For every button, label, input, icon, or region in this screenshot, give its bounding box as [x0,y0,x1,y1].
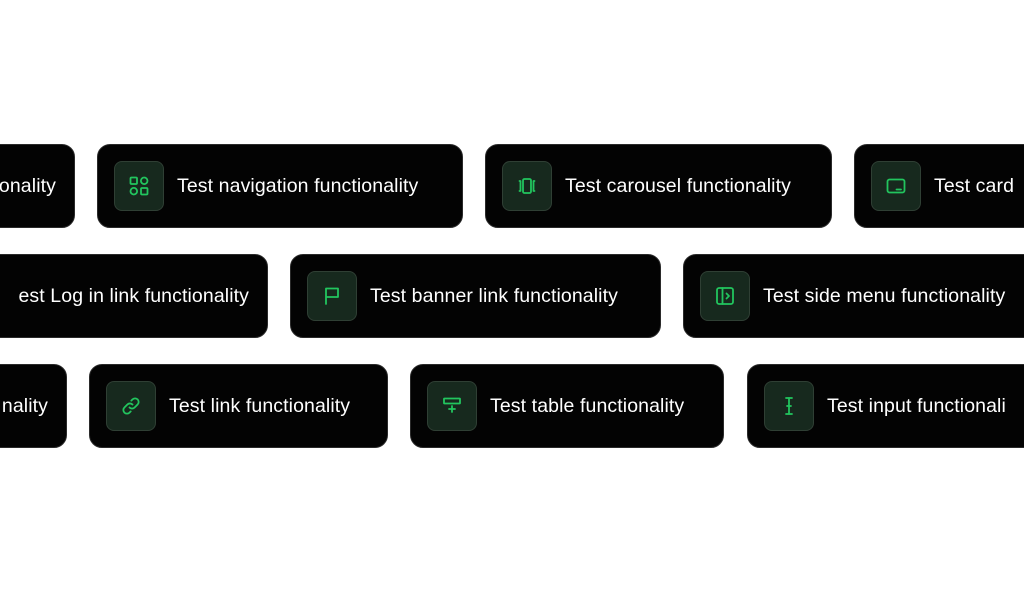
test-chip-side-menu[interactable]: Test side menu functionality [683,254,1024,338]
test-chip-navigation[interactable]: Test navigation functionality [97,144,463,228]
test-chip-label: onality [0,174,56,197]
test-chip-carousel[interactable]: Test carousel functionality [485,144,832,228]
test-chip-banner-link[interactable]: Test banner link functionality [290,254,661,338]
test-chip-link[interactable]: Test link functionality [89,364,388,448]
test-chip-label: Test side menu functionality [763,284,1006,307]
grid-shapes-icon [114,161,164,211]
text-cursor-icon [764,381,814,431]
test-chip-label: Test carousel functionality [565,174,791,197]
flag-icon [307,271,357,321]
link-icon [106,381,156,431]
test-chip-input[interactable]: Test input functionali [747,364,1024,448]
test-chip[interactable]: onality [0,144,75,228]
test-chip-label: Test banner link functionality [370,284,618,307]
chip-row-1: onality Test navigation functionality Te… [0,144,1024,230]
test-chip-label: nality [1,394,48,417]
test-chip-label: Test navigation functionality [177,174,419,197]
test-chip-label: est Log in link functionality [18,284,249,307]
chip-row-2: est Log in link functionality Test banne… [0,254,1024,340]
test-chip-login-link[interactable]: est Log in link functionality [0,254,268,338]
card-icon [871,161,921,211]
test-chip-label: Test card [934,174,1015,197]
chip-row-3: nality Test link functionality Test tabl… [0,364,1024,450]
table-icon [427,381,477,431]
test-chip-card[interactable]: Test card [854,144,1024,228]
test-chip-label: Test input functionali [827,394,1006,417]
carousel-icon [502,161,552,211]
test-chip-label: Test link functionality [169,394,351,417]
test-chip-label: Test table functionality [490,394,685,417]
side-menu-icon [700,271,750,321]
test-chip[interactable]: nality [0,364,67,448]
test-chip-table[interactable]: Test table functionality [410,364,724,448]
